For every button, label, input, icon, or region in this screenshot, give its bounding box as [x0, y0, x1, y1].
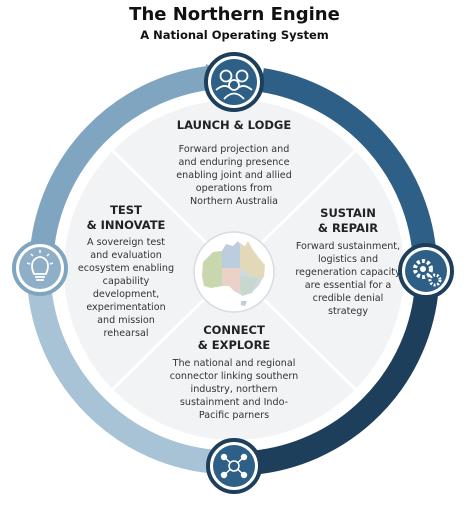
connect-line: The national and regional: [172, 358, 296, 369]
sustain-line: regeneration capacity: [295, 267, 401, 278]
sustain-line: Forward sustainment,: [295, 241, 401, 252]
ring-arc-sustain-to-connect: [248, 284, 439, 475]
test-line: A sovereign test: [86, 237, 165, 248]
sustain-line: logistics and: [317, 254, 379, 265]
diagram-subtitle: A National Operating System: [140, 28, 329, 42]
test-line: capability: [102, 276, 150, 287]
connect-line: Pacific parners: [198, 410, 270, 421]
sustain-line: strategy: [327, 306, 368, 317]
connect-heading-line: CONNECT: [203, 323, 265, 337]
test-description: A sovereign test and evaluation ecosyste…: [66, 236, 186, 340]
gears-icon: [398, 243, 454, 299]
sustain-heading-line: SUSTAIN: [320, 206, 376, 220]
ring-arc-connect-to-test: [27, 281, 219, 474]
test-heading-line: & INNOVATE: [86, 218, 166, 232]
lightbulb-icon: [12, 240, 68, 296]
launch-line: Forward projection and: [178, 144, 290, 155]
launch-line: and enduring presence: [178, 157, 290, 168]
test-heading-line: TEST: [110, 203, 142, 217]
connect-line: connector linking southern: [169, 371, 299, 382]
sustain-heading: SUSTAIN & REPAIR: [290, 206, 406, 236]
launch-line: enabling joint and allied: [176, 170, 292, 181]
australia-map-icon: [201, 240, 266, 306]
diagram-title: The Northern Engine: [129, 4, 340, 25]
test-line: and mission: [97, 315, 155, 326]
test-line: experimentation: [86, 302, 166, 313]
ring-arc-test-to-launch: [30, 66, 210, 252]
test-line: ecosystem enabling: [77, 263, 175, 274]
test-line: development,: [92, 289, 160, 300]
test-line: rehearsal: [103, 328, 149, 339]
test-line: and evaluation: [90, 250, 162, 261]
test-heading: TEST & INNOVATE: [68, 203, 184, 233]
sustain-line: credible denial: [312, 293, 384, 304]
launch-heading: LAUNCH & LODGE: [176, 118, 292, 132]
network-users-icon: [206, 438, 262, 494]
sustain-line: are essential for a: [304, 280, 392, 291]
connect-line: sustainment and Indo-: [179, 397, 289, 408]
sustain-heading-line: & REPAIR: [317, 221, 379, 235]
launch-description: Forward projection and and enduring pres…: [134, 143, 334, 208]
people-group-icon: [204, 52, 264, 112]
launch-line: Northern Australia: [189, 196, 279, 207]
launch-line: operations from: [195, 183, 273, 194]
sustain-description: Forward sustainment, logistics and regen…: [286, 240, 410, 318]
connect-heading: CONNECT & EXPLORE: [174, 323, 294, 353]
ring-arc-launch-to-sustain: [260, 68, 437, 263]
connect-line: industry, northern: [190, 384, 278, 395]
connect-heading-line: & EXPLORE: [197, 338, 271, 352]
connect-description: The national and regional connector link…: [144, 357, 324, 422]
